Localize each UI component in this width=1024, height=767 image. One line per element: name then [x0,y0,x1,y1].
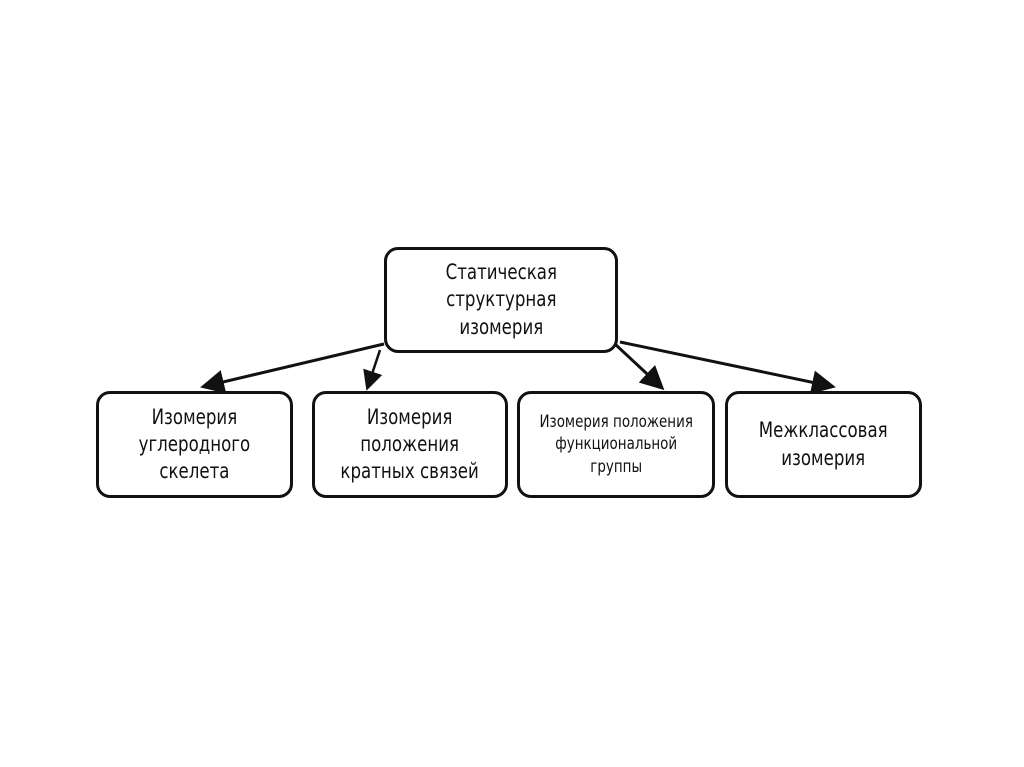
node-label: Изомерия положения кратных связей [340,404,480,484]
node-multiple-bond-position-isomerism: Изомерия положения кратных связей [312,391,508,498]
arrow-to-interclass [619,340,836,395]
node-carbon-skeleton-isomerism: Изомерия углеродного скелета [96,391,293,498]
arrow-to-carbon-skeleton [200,342,385,394]
node-label: Изомерия углеродного скелета [138,404,251,484]
arrow-to-functional-group-position [614,343,665,391]
node-label: Изомерия положения функциональной группы [539,412,693,477]
node-interclass-isomerism: Межклассовая изомерия [725,391,922,498]
node-label: Межклассовая изомерия [759,418,888,470]
root-node-label: Статическая структурная изомерия [445,260,557,339]
root-node-static-structural-isomerism: Статическая структурная изомерия [384,247,618,353]
node-functional-group-position-isomerism: Изомерия положения функциональной группы [517,391,715,498]
arrow-to-multiple-bond-position [363,349,383,391]
